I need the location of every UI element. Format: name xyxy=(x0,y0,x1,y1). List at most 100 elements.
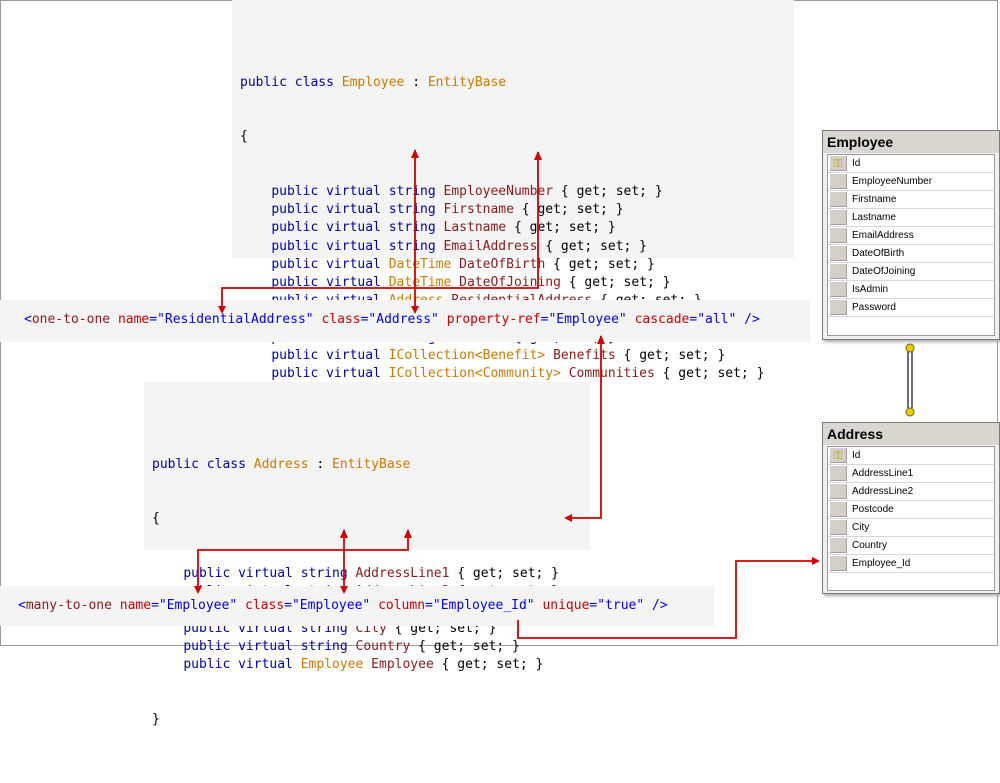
property-line: public virtual string AddressLine1 { get… xyxy=(183,566,560,581)
column-name: Id xyxy=(852,158,861,169)
column-name: Password xyxy=(852,302,896,313)
table-column-row[interactable]: EmployeeNumber xyxy=(828,173,994,191)
property-line: public virtual string EmailAddress { get… xyxy=(271,238,648,254)
property-name: Communities xyxy=(568,365,655,381)
one-to-one-mapping: <one-to-one name="ResidentialAddress" cl… xyxy=(0,300,810,342)
table-title: Employee xyxy=(823,131,999,153)
xml-value: Employee xyxy=(299,598,363,613)
table-column-row[interactable]: AddressLine1 xyxy=(828,465,994,483)
table-column-row[interactable]: DateOfJoining xyxy=(828,263,994,281)
property-name: Employee xyxy=(371,656,434,672)
table-title: Address xyxy=(823,423,999,445)
row-selector xyxy=(830,520,847,535)
property-name: Lastname xyxy=(443,220,507,236)
property-line: public virtual ICollection<Benefit> Bene… xyxy=(271,347,726,363)
column-name: Country xyxy=(852,540,888,551)
row-selector xyxy=(830,264,847,279)
row-selector xyxy=(830,174,847,189)
table-column-row[interactable]: Postcode xyxy=(828,501,994,519)
table-column-row[interactable]: AddressLine2 xyxy=(828,483,994,501)
property-line: public virtual string EmployeeNumber { g… xyxy=(271,184,663,199)
column-name: IsAdmin xyxy=(852,284,889,295)
xml-value: ResidentialAddress xyxy=(164,312,306,327)
table-column-row[interactable]: ⚿ Id xyxy=(828,447,994,465)
arrow-residentialaddress-to-name xyxy=(218,152,539,314)
xml-attribute: unique xyxy=(542,598,590,613)
table-column-row[interactable]: City xyxy=(828,519,994,537)
open-brace: { xyxy=(152,511,160,527)
property-line: public virtual string Firstname { get; s… xyxy=(271,202,624,218)
xml-value: Employee xyxy=(166,598,230,613)
xml-attribute: name xyxy=(119,598,152,613)
xml-value: all xyxy=(705,312,729,327)
table-column-row[interactable]: Lastname xyxy=(828,209,994,227)
row-selector xyxy=(830,502,847,517)
table-column-row[interactable]: Firstname xyxy=(828,191,994,209)
key-icon: ⚿ xyxy=(834,450,843,462)
property-type: string xyxy=(388,184,436,199)
property-type: DateTime xyxy=(388,256,452,272)
arrowhead-employee-type xyxy=(340,529,348,538)
table-column-row[interactable]: IsAdmin xyxy=(828,281,994,299)
table-column-row[interactable]: DateOfBirth xyxy=(828,245,994,263)
property-type: ICollection<Benefit> xyxy=(388,347,546,363)
table-column-row[interactable]: Country xyxy=(828,537,994,555)
open-brace: { xyxy=(240,129,248,145)
column-name: City xyxy=(852,522,870,533)
table-column-row[interactable]: Employee_Id xyxy=(828,555,994,573)
class-declaration: public class Address : EntityBase xyxy=(152,456,411,472)
xml-value: true xyxy=(605,598,637,613)
xml-attribute: property-ref xyxy=(446,312,541,327)
xml-attribute: class xyxy=(321,312,361,327)
row-selector xyxy=(830,556,847,571)
row-selector xyxy=(830,228,847,243)
arrowhead-property-ref xyxy=(597,335,605,344)
xml-value: Employee xyxy=(556,312,619,327)
property-line: public virtual DateTime DateOfJoining { … xyxy=(271,274,671,290)
employee-class-code: public class Employee : EntityBase { pub… xyxy=(232,0,794,435)
property-type: string xyxy=(388,202,436,218)
property-name: DateOfBirth xyxy=(459,256,546,272)
row-selector: ⚿ xyxy=(830,448,847,463)
mapping-arrows xyxy=(194,149,915,639)
property-type: string xyxy=(300,566,348,581)
row-selector xyxy=(830,246,847,261)
property-type: DateTime xyxy=(388,274,452,290)
arrow-property-ref-to-employee-property xyxy=(564,336,602,522)
property-line: public virtual Employee Employee { get; … xyxy=(183,656,544,672)
xml-value: Employee_Id xyxy=(440,598,527,613)
xml-tag: one-to-one xyxy=(31,312,111,327)
row-selector xyxy=(830,210,847,225)
property-name: EmployeeNumber xyxy=(443,184,554,199)
table-relationship xyxy=(907,348,913,408)
property-type: Employee xyxy=(300,656,364,672)
property-name: Benefits xyxy=(553,347,616,363)
xml-attribute: cascade xyxy=(634,312,690,327)
row-selector: ⚿ xyxy=(830,156,847,171)
property-name: DateOfJoining xyxy=(459,274,561,290)
column-name: DateOfJoining xyxy=(852,266,916,277)
property-name: Firstname xyxy=(443,202,514,218)
column-name: Lastname xyxy=(852,212,896,223)
row-selector xyxy=(830,538,847,553)
xml-value: Address xyxy=(376,312,432,327)
column-name: AddressLine1 xyxy=(852,468,914,479)
column-name: Id xyxy=(852,450,861,461)
property-line: public virtual DateTime DateOfBirth { ge… xyxy=(271,256,655,272)
row-selector xyxy=(830,300,847,315)
table-column-row[interactable]: ⚿ Id xyxy=(828,155,994,173)
property-line: public virtual ICollection<Community> Co… xyxy=(271,365,765,381)
row-selector xyxy=(830,484,847,499)
table-column-row[interactable]: EmailAddress xyxy=(828,227,994,245)
column-name: EmailAddress xyxy=(852,230,914,241)
xml-attribute: name xyxy=(117,312,150,327)
table-column-row[interactable]: Password xyxy=(828,299,994,317)
key-icon: ⚿ xyxy=(834,158,843,170)
xml-attribute: column xyxy=(378,598,426,613)
column-name: Firstname xyxy=(852,194,897,205)
many-to-one-mapping: <many-to-one name="Employee" class="Empl… xyxy=(0,586,714,626)
column-name: EmployeeNumber xyxy=(852,176,933,187)
